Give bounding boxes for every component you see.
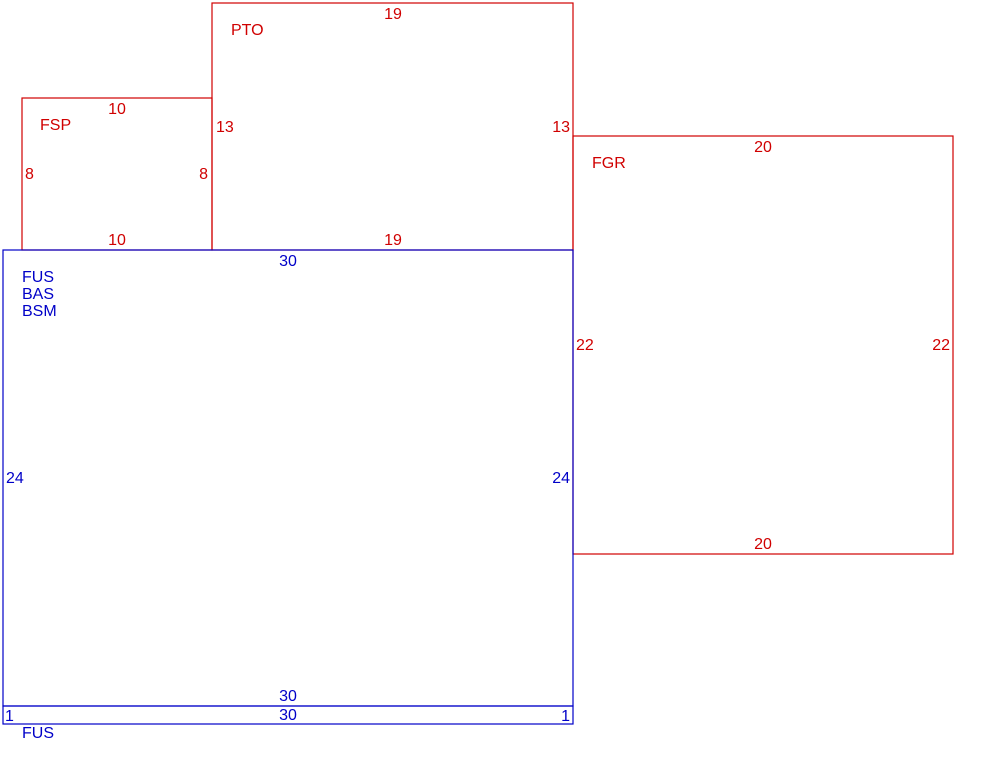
strip-outline bbox=[2, 705, 574, 725]
pto-right-dim: 13 bbox=[552, 119, 570, 136]
fgr-top-dim: 20 bbox=[754, 139, 772, 156]
fsp-left-dim: 8 bbox=[25, 166, 34, 183]
main-code-2: BAS bbox=[22, 286, 54, 303]
strip-right-dim: 1 bbox=[561, 708, 570, 725]
area-pto: PTO 19 19 13 13 bbox=[211, 2, 574, 251]
main-bottom-dim: 30 bbox=[279, 688, 297, 705]
fsp-code: FSP bbox=[40, 117, 71, 134]
pto-outline bbox=[211, 2, 574, 251]
main-top-dim: 30 bbox=[279, 253, 297, 270]
area-fgr: FGR 20 20 22 22 bbox=[572, 135, 954, 555]
main-left-dim: 24 bbox=[6, 470, 24, 487]
strip-left-dim: 1 bbox=[5, 708, 14, 725]
strip-bottom-dim: 30 bbox=[279, 707, 297, 724]
strip-code: FUS bbox=[22, 725, 54, 742]
fgr-bottom-dim: 20 bbox=[754, 536, 772, 553]
main-outline bbox=[2, 249, 574, 707]
main-code-1: FUS bbox=[22, 269, 54, 286]
fsp-bottom-dim: 10 bbox=[108, 232, 126, 249]
pto-left-dim: 13 bbox=[216, 119, 234, 136]
fsp-right-dim: 8 bbox=[199, 166, 208, 183]
fsp-top-dim: 10 bbox=[108, 101, 126, 118]
fgr-left-dim: 22 bbox=[576, 337, 594, 354]
fgr-outline bbox=[572, 135, 954, 555]
pto-top-dim: 19 bbox=[384, 6, 402, 23]
pto-code: PTO bbox=[231, 22, 264, 39]
fgr-right-dim: 22 bbox=[932, 337, 950, 354]
pto-bottom-dim: 19 bbox=[384, 232, 402, 249]
area-strip: 30 1 1 FUS bbox=[2, 705, 574, 742]
main-right-dim: 24 bbox=[552, 470, 570, 487]
area-main: FUS BAS BSM 30 30 24 24 bbox=[2, 249, 574, 707]
area-fsp: FSP 10 10 8 8 bbox=[21, 97, 213, 251]
fgr-code: FGR bbox=[592, 155, 626, 172]
main-code-3: BSM bbox=[22, 303, 57, 320]
